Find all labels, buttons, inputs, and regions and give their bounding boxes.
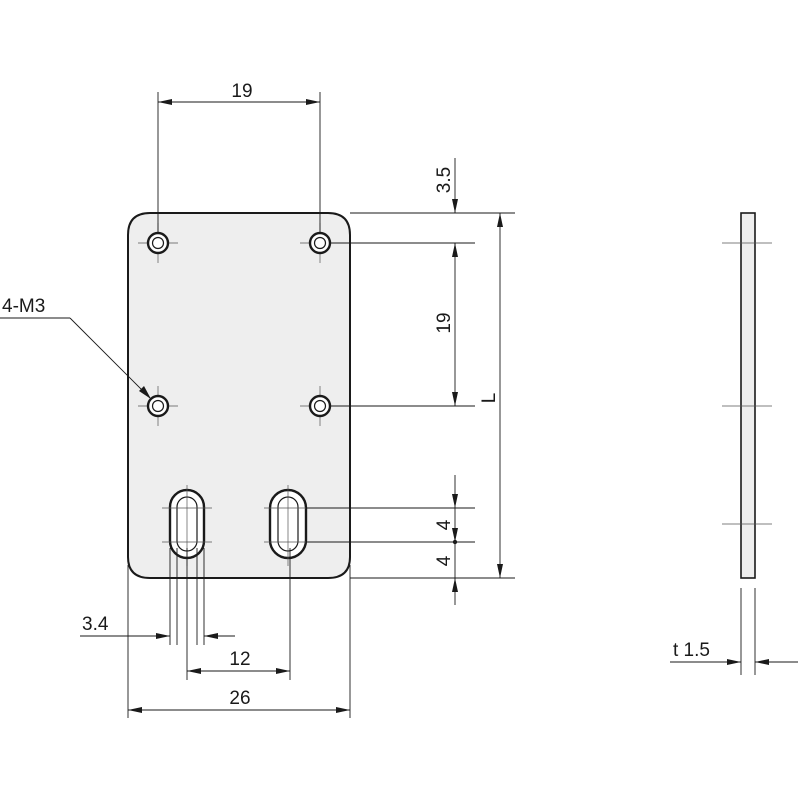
dim-text-top-margin: 3.5 [434, 167, 455, 193]
side-view [722, 212, 772, 579]
hole-callout-text: 4-M3 [2, 296, 45, 317]
dim-right-extensions [306, 212, 515, 579]
dim-text-thickness: t 1.5 [673, 640, 710, 661]
dim-text-plate-width: 26 [229, 688, 250, 709]
plate-outline [127, 212, 351, 579]
dim-text-hole-spacing-h: 19 [231, 81, 252, 102]
side-plate [740, 212, 756, 579]
dim-bottom-extensions [127, 548, 351, 718]
hole-callout: 4-M3 [0, 296, 151, 399]
dim-text-length: L [479, 393, 500, 404]
dim-text-slot-bottom-margin: 4 [434, 555, 455, 566]
dim-slot-spacing: 12 [187, 649, 290, 674]
dim-top-margin: 3.5 [434, 158, 458, 257]
front-view [127, 212, 351, 579]
dim-slot-length: 4 [434, 475, 458, 545]
dim-text-slot-spacing: 12 [229, 649, 250, 670]
dim-hole-spacing-vertical: 19 [434, 243, 458, 406]
dim-text-hole-spacing-v: 19 [434, 312, 455, 333]
dim-length: L [479, 213, 503, 578]
dim-text-slot-length: 4 [434, 519, 455, 530]
dim-text-slot-width: 3.4 [82, 614, 109, 635]
dim-slot-width: 3.4 [80, 614, 235, 639]
dim-hole-spacing-horizontal: 19 [157, 81, 321, 233]
dim-plate-width: 26 [128, 688, 350, 713]
dim-slot-bottom-margin: 4 [434, 542, 458, 605]
dim-thickness: t 1.5 [670, 588, 798, 675]
